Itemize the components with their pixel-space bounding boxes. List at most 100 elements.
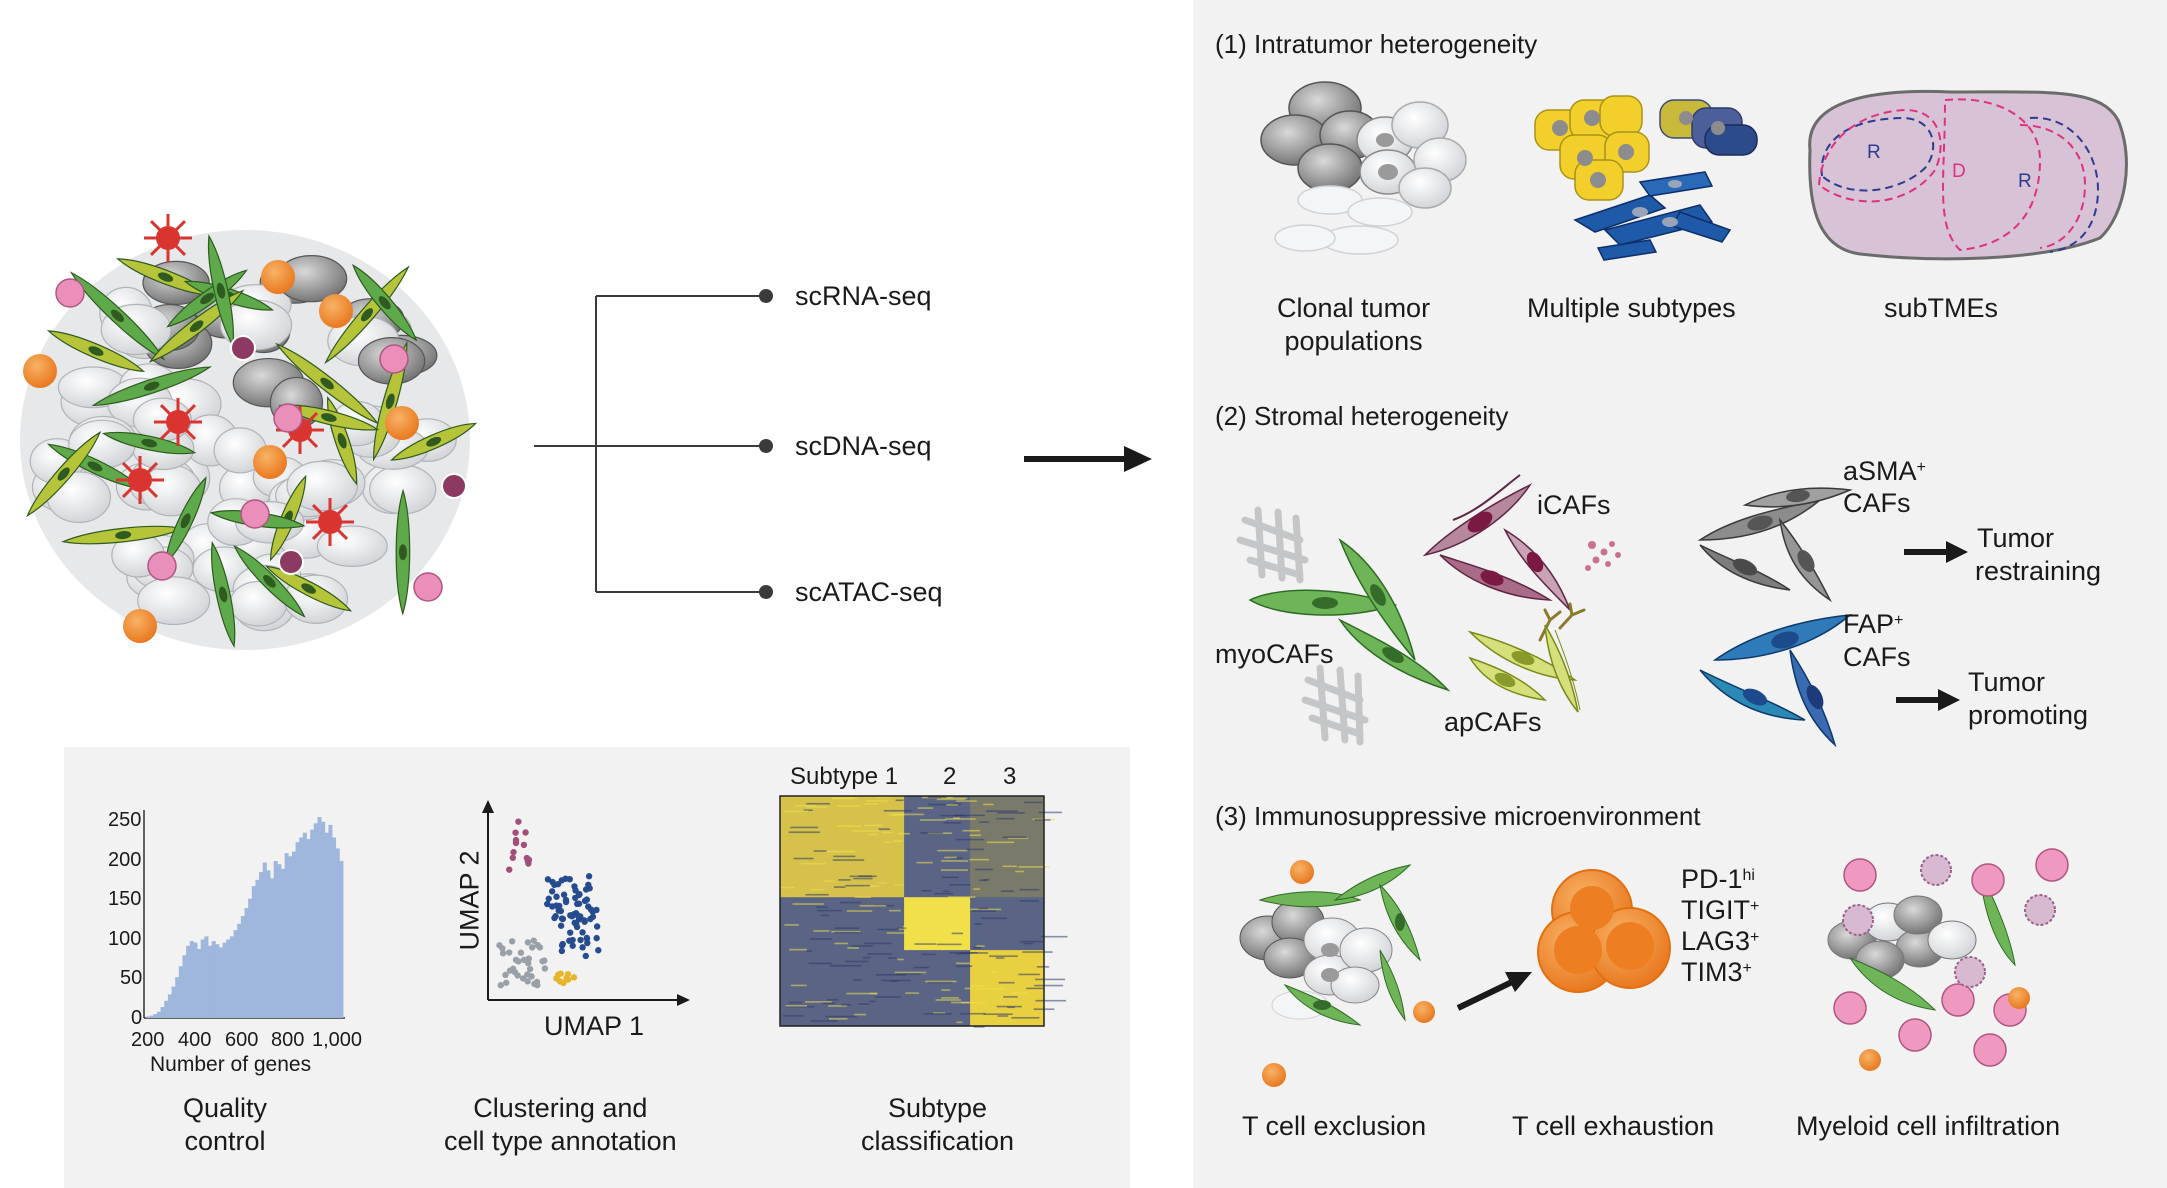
heatmap-stripe bbox=[978, 907, 988, 910]
heatmap-stripe bbox=[838, 879, 851, 881]
histogram-bar bbox=[273, 861, 278, 1018]
heatmap-stripe bbox=[868, 833, 879, 836]
umap-point bbox=[560, 979, 567, 987]
umap-point bbox=[503, 979, 510, 986]
heatmap-stripe bbox=[969, 858, 989, 861]
umap-point bbox=[558, 877, 565, 884]
heatmap-stripe bbox=[829, 1018, 848, 1020]
maroon-myeloid-cell bbox=[1954, 956, 1986, 988]
heatmap-stripe bbox=[925, 980, 957, 983]
heatmap-stripe bbox=[847, 947, 859, 949]
heatmap-stripe bbox=[806, 806, 828, 808]
asma-label: aSMA+ bbox=[1843, 456, 1926, 487]
heatmap-stripe bbox=[830, 964, 862, 967]
fibroblast-cell bbox=[26, 430, 102, 518]
pink-myeloid-cell bbox=[1973, 1033, 2007, 1067]
umap-point bbox=[595, 947, 602, 954]
umap-point bbox=[524, 978, 531, 985]
clonal-tumor-caption: Clonal tumor populations bbox=[1277, 292, 1430, 358]
heatmap-stripe bbox=[940, 869, 968, 871]
heatmap-stripe bbox=[981, 917, 1008, 920]
histogram-bar bbox=[302, 832, 307, 1018]
heatmap-stripe bbox=[810, 1020, 838, 1022]
fibroblast-cell bbox=[1848, 956, 1937, 1011]
x-tick-400: 400 bbox=[178, 1029, 212, 1051]
heatmap-stripe bbox=[854, 896, 872, 898]
heatmap-stripe bbox=[831, 930, 861, 933]
histogram-bar bbox=[211, 941, 216, 1018]
histogram-bar bbox=[262, 862, 267, 1018]
heatmap-stripe bbox=[946, 804, 958, 806]
pink-myeloid-cell bbox=[1898, 1018, 1932, 1052]
umap-point bbox=[569, 942, 576, 949]
histogram-bar bbox=[335, 848, 340, 1018]
heatmap-stripe bbox=[849, 875, 877, 878]
histogram-bar bbox=[339, 861, 344, 1018]
heatmap-stripe bbox=[784, 924, 799, 926]
fap-label-base: FAP bbox=[1843, 609, 1895, 639]
caption-line: Clustering and bbox=[473, 1093, 648, 1123]
asma-cafs-label: CAFs bbox=[1843, 488, 1911, 518]
umap-point bbox=[557, 922, 565, 929]
umap-point bbox=[559, 940, 566, 948]
heatmap-stripe bbox=[804, 1001, 832, 1003]
umap-point bbox=[583, 896, 591, 903]
collagen-mesh-icon bbox=[1236, 506, 1369, 746]
heatmap-stripe bbox=[834, 931, 862, 934]
pink-myeloid-cell bbox=[1843, 858, 1877, 892]
pink-myeloid-cell bbox=[1833, 991, 1867, 1025]
histogram-bar bbox=[146, 1016, 151, 1018]
heatmap-stripe bbox=[895, 799, 904, 802]
histogram-bar bbox=[291, 851, 296, 1018]
subtme-label-r-left: R bbox=[1867, 142, 1881, 163]
heatmap-stripe bbox=[833, 886, 846, 888]
marker-base: TIM3 bbox=[1681, 957, 1743, 987]
heatmap-stripe bbox=[975, 868, 993, 871]
heatmap-stripe bbox=[1019, 940, 1043, 943]
orange-t-cell bbox=[1859, 1049, 1881, 1071]
heatmap-stripe bbox=[935, 999, 962, 1001]
umap-point bbox=[497, 982, 504, 989]
umap-point bbox=[558, 915, 566, 922]
umap-x-label: UMAP 1 bbox=[544, 1011, 645, 1041]
heatmap-stripe bbox=[1002, 865, 1017, 868]
umap-point bbox=[568, 913, 576, 920]
fibroblast-cell bbox=[390, 422, 478, 461]
heatmap-label-subtype1: Subtype 1 bbox=[790, 763, 899, 790]
heatmap-stripe bbox=[806, 802, 830, 805]
umap-point bbox=[574, 911, 581, 919]
heatmap-stripe bbox=[927, 796, 947, 799]
pink-myeloid-cell bbox=[1971, 863, 2005, 897]
fap-cafs-label: CAFs bbox=[1843, 642, 1911, 672]
heatmap-stripe bbox=[954, 814, 985, 817]
heatmap-stripe bbox=[785, 1005, 808, 1007]
heatmap-stripe bbox=[966, 848, 984, 851]
heatmap-label-2: 2 bbox=[943, 763, 957, 790]
icaf-cells bbox=[1422, 474, 1621, 611]
umap-point bbox=[569, 936, 576, 944]
umap-point bbox=[511, 968, 519, 976]
y-tick-50: 50 bbox=[120, 967, 143, 989]
heatmap-stripe bbox=[886, 932, 908, 934]
umap-point bbox=[553, 893, 560, 900]
fibroblast-cell bbox=[395, 488, 411, 616]
heatmap-stripe bbox=[837, 825, 862, 827]
heatmap-stripe bbox=[836, 804, 861, 807]
histogram-bar bbox=[332, 837, 337, 1018]
caption-line: control bbox=[184, 1126, 266, 1156]
heatmap-stripe bbox=[1011, 1016, 1040, 1019]
umap-point bbox=[525, 955, 533, 962]
heatmap-stripe bbox=[1000, 890, 1014, 893]
umap-point bbox=[522, 829, 529, 836]
histogram-bar bbox=[182, 955, 187, 1018]
heatmap-stripe bbox=[1035, 999, 1067, 1002]
heatmap-stripe bbox=[862, 956, 871, 959]
asma-label-sup: + bbox=[1916, 459, 1926, 476]
marker-sup: + bbox=[1742, 960, 1752, 977]
orange-t-cell bbox=[385, 406, 419, 440]
umap-point bbox=[510, 848, 517, 856]
